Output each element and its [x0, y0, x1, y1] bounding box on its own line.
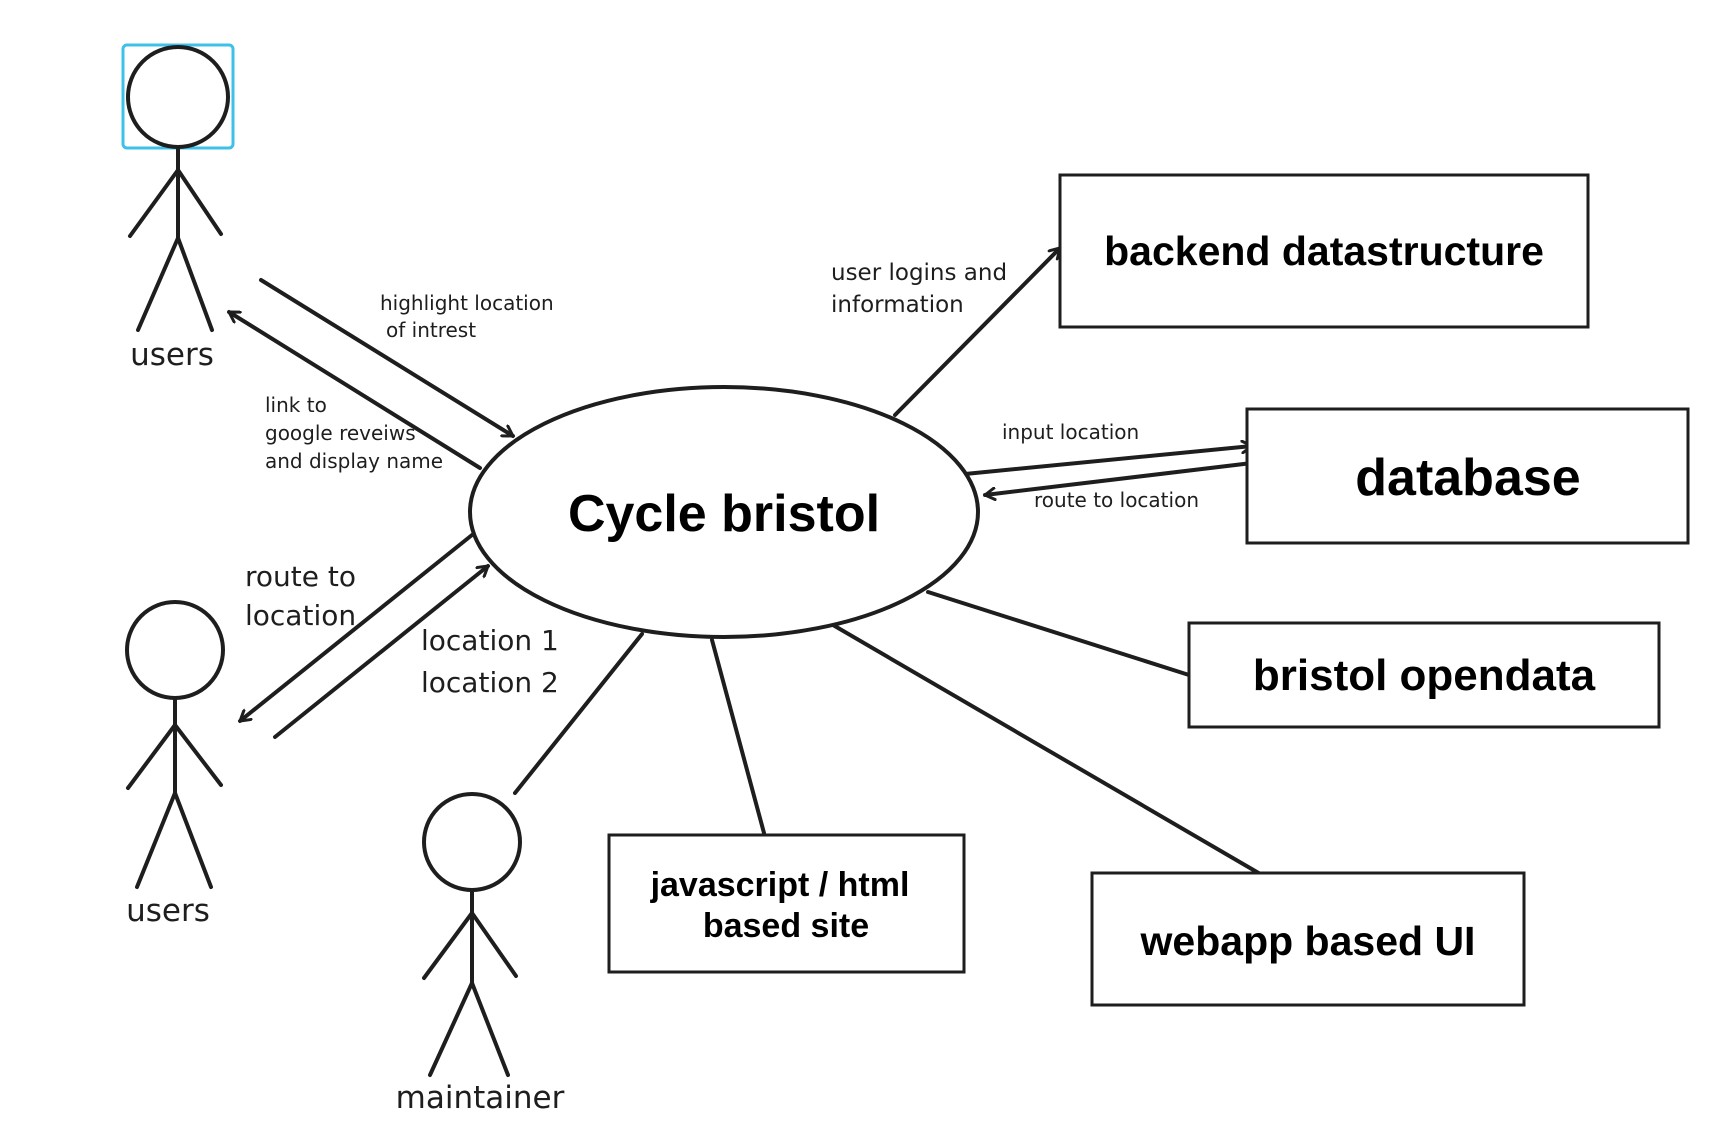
box-bristol-opendata[interactable]: bristol opendata — [1187, 621, 1661, 729]
edge-label-user-logins: user logins and information — [831, 260, 1007, 318]
edge-label-line-1: route to — [245, 560, 356, 593]
actor-left-leg — [136, 236, 180, 332]
edge-label-line-1: link to — [265, 393, 327, 417]
box-outline — [1090, 871, 1526, 1007]
use-case-label: Cycle bristol — [568, 485, 880, 543]
edge-label-input-location: input location — [1002, 420, 1139, 444]
arrow-center-to-database[interactable] — [963, 446, 1254, 476]
line-center-to-webapp[interactable] — [831, 623, 1264, 877]
edge-label-line-3: and display name — [265, 449, 443, 473]
box-outline — [1245, 407, 1690, 545]
box-label: webapp based UI — [1140, 918, 1476, 964]
edge-label-line-2: location — [245, 599, 356, 632]
box-label-line-2: based site — [703, 907, 869, 945]
actor-right-arm — [176, 168, 223, 236]
box-webapp-based-ui[interactable]: webapp based UI — [1090, 871, 1526, 1007]
edge-label-highlight-location: highlight location of intrest — [380, 291, 554, 342]
line-center-to-site[interactable] — [710, 638, 766, 835]
arrow-center-to-backend[interactable] — [893, 246, 1062, 417]
box-outline — [607, 833, 966, 974]
actor-label: users — [126, 893, 210, 929]
line-maintainer-to-center[interactable] — [513, 632, 644, 795]
edge-label-route-to-location-users: route to location — [245, 560, 356, 632]
box-outline — [1058, 173, 1590, 329]
box-label: database — [1355, 449, 1580, 507]
edge-label-route-to-location-db: route to location — [1034, 488, 1199, 512]
actor-head — [125, 600, 225, 700]
actor-right-arm — [173, 723, 223, 787]
actor-right-leg — [176, 236, 214, 332]
edge-label-line-2: of intrest — [386, 318, 476, 342]
actor-head — [422, 792, 522, 892]
arrow-database-to-center[interactable] — [983, 461, 1254, 495]
selection-outline — [121, 43, 235, 150]
edge-label-line-2: google reveiws — [265, 421, 416, 445]
box-database[interactable]: database — [1245, 407, 1690, 545]
actor-left-leg — [135, 791, 177, 889]
box-label: backend datastructure — [1104, 228, 1544, 274]
box-outline — [1187, 621, 1661, 729]
arrow-center-to-users[interactable] — [227, 310, 482, 470]
box-javascript-html-site[interactable]: javascript / html based site — [607, 833, 966, 974]
edge-label-line-1: user logins and — [831, 260, 1007, 286]
edge-label-line-1: highlight location — [380, 291, 554, 315]
edge-label-google-reviews: link to google reveiws and display name — [265, 393, 443, 473]
edge-label-line-2: information — [831, 292, 964, 318]
actor-left-arm — [126, 723, 177, 790]
edge-label-line-2: location 2 — [421, 666, 559, 699]
box-label-line-1: javascript / html — [650, 866, 910, 904]
box-backend-datastructure[interactable]: backend datastructure — [1058, 173, 1590, 329]
actor-left-arm — [422, 911, 474, 980]
actor-left-leg — [428, 981, 474, 1077]
actor-right-arm — [470, 911, 518, 978]
line-center-to-opendata[interactable] — [926, 590, 1191, 677]
actor-label: maintainer — [396, 1080, 565, 1116]
arrow-users-bottom-to-center[interactable] — [273, 564, 490, 739]
actor-right-leg — [470, 981, 510, 1077]
actor-label: users — [130, 337, 214, 373]
actor-right-leg — [173, 791, 213, 889]
actor-maintainer[interactable]: maintainer — [396, 792, 565, 1116]
actor-users-bottom[interactable]: users — [125, 600, 225, 929]
box-label: bristol opendata — [1253, 651, 1596, 700]
edge-label-locations: location 1 location 2 — [421, 624, 559, 699]
actor-head — [126, 45, 230, 149]
edge-label-line-1: location 1 — [421, 624, 559, 657]
actor-users-top[interactable]: users — [121, 43, 235, 373]
arrow-users-to-center[interactable] — [259, 278, 515, 438]
actor-left-arm — [128, 168, 180, 238]
arrow-center-to-users-bottom[interactable] — [238, 533, 474, 723]
use-case-ellipse — [468, 385, 980, 639]
use-case-cycle-bristol[interactable]: Cycle bristol — [468, 385, 980, 639]
